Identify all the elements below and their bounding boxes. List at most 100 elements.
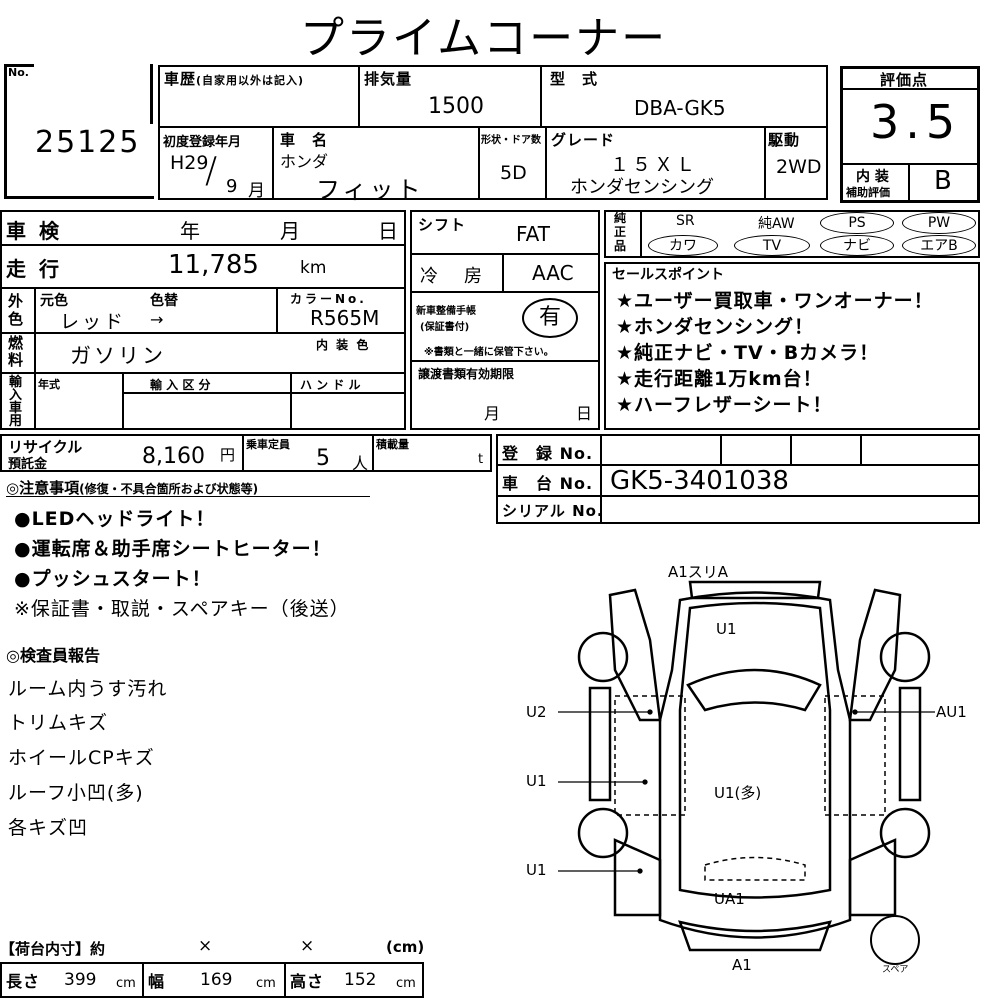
diagram-a1-sulia: A1スリA	[668, 563, 729, 581]
length-unit: cm	[116, 976, 136, 991]
import-label: 輸入車用	[9, 375, 23, 429]
diagram-u1-front: U1	[716, 620, 737, 638]
warranty-label-2: (保証書付)	[420, 322, 470, 333]
orig-color: レッド	[60, 311, 127, 333]
color-code: R565M	[310, 306, 380, 330]
interior-label-2: 補助評価	[846, 186, 890, 199]
chassis-value: GK5-3401038	[610, 466, 789, 496]
sales-point-2: ★ホンダセンシング！	[616, 316, 815, 338]
page-title: プライムコーナー	[300, 13, 668, 64]
diagram-u1-left-rear: U1	[526, 861, 547, 879]
mileage-label: 走 行	[6, 257, 62, 281]
aircon-label: 冷 房	[420, 266, 486, 287]
diagram-spare: スペア	[882, 965, 909, 975]
note-3: ●プッシュスタート！	[14, 568, 212, 590]
grade-value-2: ホンダセンシング	[570, 177, 714, 198]
recycle-unit: 円	[220, 446, 236, 464]
length-label: 長さ	[6, 972, 41, 991]
warranty-value: 有	[522, 298, 578, 338]
serial-label: シリアル No.	[502, 502, 604, 520]
car-name: フィット	[316, 176, 424, 204]
orig-color-label: 元色	[40, 293, 68, 309]
inspector-item-3: ホイールCPキズ	[8, 747, 155, 769]
change-color-label: 色替	[150, 293, 178, 309]
first-reg-year: H29	[170, 152, 209, 174]
warranty-note: ※書類と一緒に保管下さい。	[424, 347, 554, 358]
notes-label: ◎注意事項	[6, 479, 80, 497]
warranty-label-1: 新車整備手帳	[416, 306, 476, 317]
eq-pw: PW	[902, 212, 976, 234]
sales-point-3: ★純正ナビ・TV・Bカメラ！	[616, 342, 880, 364]
displacement-value: 1500	[428, 94, 484, 119]
sales-point-5: ★ハーフレザーシート！	[616, 394, 833, 416]
note-2: ●運転席＆助手席シートヒーター！	[14, 538, 332, 560]
registration-label: 登 録 No.	[502, 444, 594, 463]
eq-aw: 純AW	[758, 216, 795, 232]
recycle-label-1: リサイクル	[8, 438, 83, 456]
cargo-x2: ×	[300, 936, 315, 956]
inspector-label: ◎検査員報告	[6, 646, 100, 665]
shift-value: FAT	[516, 222, 551, 246]
equipment-label: 純正品	[614, 211, 627, 253]
interior-value: B	[934, 166, 952, 196]
mileage-unit: km	[300, 258, 327, 278]
inspector-item-2: トリムキズ	[8, 712, 109, 734]
transfer-label: 譲渡書類有効期限	[418, 367, 515, 381]
first-reg-month-unit: 月	[248, 181, 265, 201]
capacity-value: 5	[316, 446, 330, 471]
import-type-label: 輸 入 区 分	[150, 378, 211, 392]
inspector-item-4: ルーフ小凹(多)	[8, 782, 144, 804]
inspector-item-5: 各キズ凹	[8, 817, 89, 839]
eq-navi: ナビ	[820, 235, 894, 256]
length-value: 399	[64, 970, 97, 990]
eq-ps: PS	[820, 212, 894, 234]
cargo-label: 【荷台内寸】約	[0, 940, 106, 958]
car-maker: ホンダ	[280, 152, 329, 171]
capacity-unit: 人	[352, 454, 369, 473]
interior-color-label: 内 装 色	[316, 338, 371, 352]
history-label-text: 車歴	[164, 70, 197, 88]
body-label: 形状・ドア数	[481, 135, 541, 146]
color-code-label: カラーNo.	[290, 292, 367, 306]
diagram-ua1: UA1	[714, 890, 745, 908]
no-value: 25125	[35, 125, 141, 160]
interior-label-1: 内 装	[856, 169, 889, 185]
note-4: ※保証書・取説・スペアキー（後送）	[14, 598, 350, 620]
note-1: ●LEDヘッドライト！	[14, 508, 216, 530]
transfer-month: 月	[484, 404, 501, 423]
diagram-u2-left: U2	[526, 703, 547, 721]
height-value: 152	[344, 970, 377, 990]
load-label: 積載量	[376, 438, 409, 451]
width-unit: cm	[256, 976, 276, 991]
mileage-value: 11,785	[168, 250, 259, 280]
notes-sub: (修復・不具合箇所および状態等)	[79, 482, 259, 496]
grade-value-1: １５ＸＬ	[610, 154, 699, 176]
eq-tv: TV	[734, 235, 810, 256]
aircon-value: AAC	[532, 261, 574, 285]
drive-label: 駆動	[768, 131, 801, 149]
car-name-label: 車 名	[280, 131, 329, 149]
sales-point-4: ★走行距離1万km台！	[616, 368, 823, 390]
model-value: DBA-GK5	[634, 96, 726, 120]
height-label: 高さ	[290, 972, 325, 991]
inspection-label: 車 検	[6, 219, 62, 243]
capacity-label: 乗車定員	[246, 438, 290, 451]
width-value: 169	[200, 970, 233, 990]
import-handle-label: ハ ン ド ル	[300, 378, 361, 392]
inspection-day: 日	[378, 219, 398, 243]
first-reg-month: 9	[226, 176, 238, 197]
history-label: 車歴(自家用以外は記入)	[164, 68, 304, 89]
history-sub: (自家用以外は記入)	[196, 74, 305, 87]
chassis-label: 車 台 No.	[502, 474, 594, 493]
inspection-month: 月	[280, 219, 300, 243]
eq-airbag: エアB	[902, 235, 976, 256]
eq-sr: SR	[676, 213, 695, 229]
transfer-day: 日	[576, 404, 593, 423]
notes-heading: ◎注意事項(修復・不具合箇所および状態等)	[6, 477, 258, 498]
diagram-au1-right: AU1	[936, 703, 967, 721]
diagram-u1-roof: U1(多)	[714, 784, 762, 802]
sales-point-1: ★ユーザー買取車・ワンオーナー！	[616, 290, 934, 312]
shift-label: シフト	[418, 216, 467, 234]
fuel-value: ガソリン	[70, 344, 166, 368]
first-reg-slash: /	[205, 150, 218, 191]
